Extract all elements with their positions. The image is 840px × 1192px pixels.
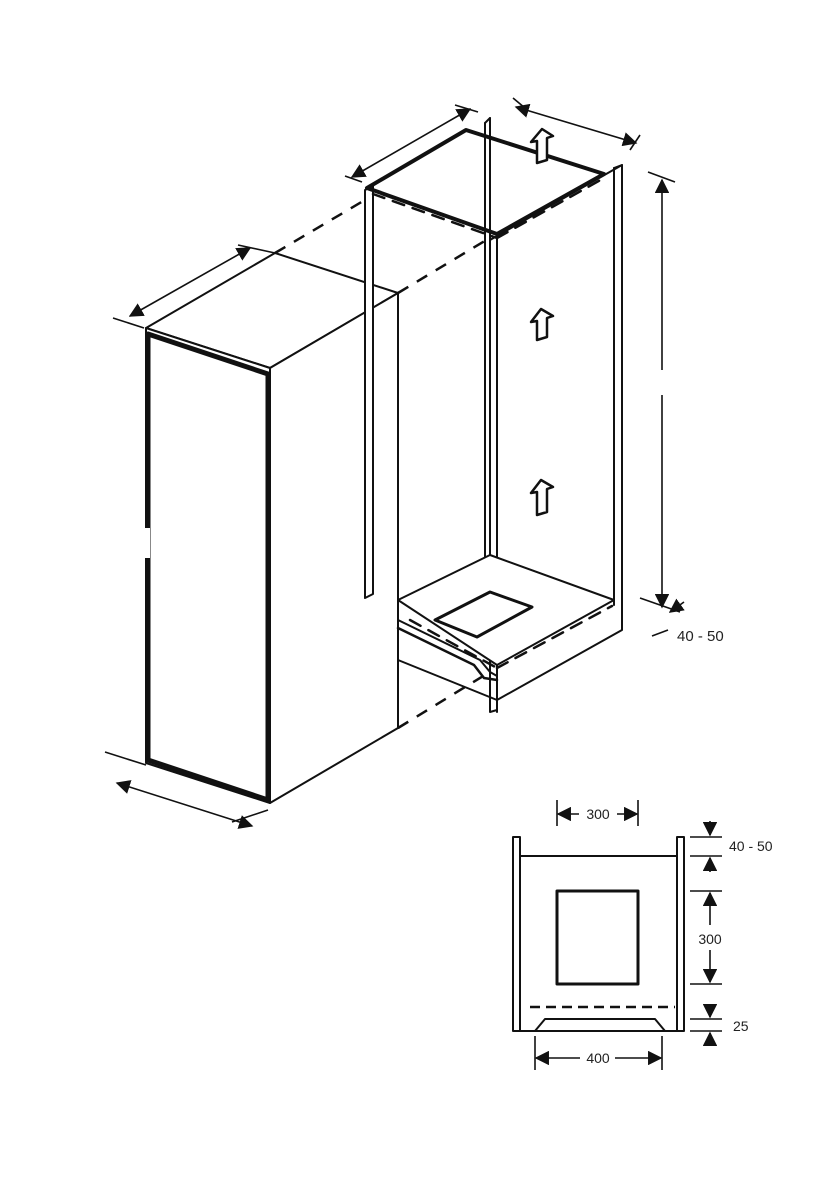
front-vent-opening (557, 891, 638, 984)
appliance-depth-extension-1 (113, 318, 144, 328)
appliance-width-extension-1 (105, 752, 146, 765)
appliance-side (270, 293, 398, 803)
cabinet (365, 118, 622, 712)
appliance-width-extension-2 (232, 810, 268, 822)
front-gap-label: 40 - 50 (729, 838, 773, 854)
appliance (140, 253, 398, 803)
front-right-post (677, 837, 684, 1031)
front-height-label: 300 (698, 931, 722, 947)
iso-gap-label: 40 - 50 (677, 628, 724, 645)
front-width-label: 300 (586, 806, 610, 822)
front-left-post (513, 837, 520, 1031)
appliance-door-gap (140, 528, 150, 558)
front-view-dimensions (535, 800, 722, 1070)
front-bottom-label: 25 (733, 1018, 749, 1034)
front-view (513, 837, 684, 1031)
front-base-label: 400 (586, 1050, 610, 1066)
cabinet-left-panel (365, 186, 373, 598)
appliance-front (146, 328, 270, 803)
cabinet-depth-arrow (352, 109, 470, 177)
